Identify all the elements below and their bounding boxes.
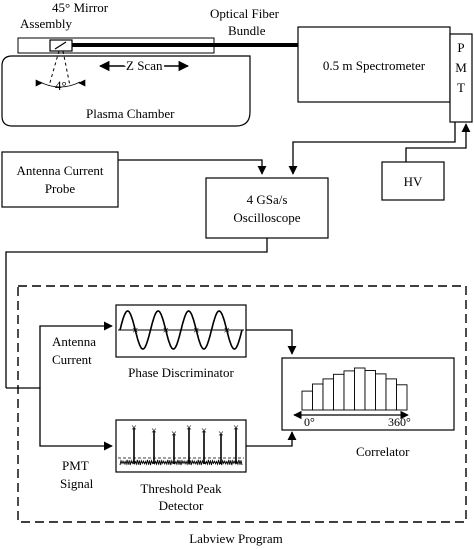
phase-to-correlator-arrow (246, 329, 297, 355)
probe-to-oscilloscope-line (118, 159, 267, 175)
zero-crossing-mark: × (193, 323, 200, 337)
histogram-bar (354, 367, 366, 411)
angle-label: 4° (55, 78, 67, 93)
angle-arc (39, 81, 81, 88)
oscilloscope-output-line (5, 238, 268, 388)
pmt-signal-label-line2: Signal (60, 476, 94, 491)
pmt-noise-trace (119, 459, 243, 466)
plasma-chamber-label: Plasma Chamber (86, 106, 175, 121)
histogram-bar (396, 384, 408, 411)
correlator-label: Correlator (356, 444, 410, 459)
labview-program-label: Labview Program (189, 531, 283, 546)
phase-discriminator-label: Phase Discriminator (128, 365, 234, 380)
zero-crossing-mark: × (132, 323, 139, 337)
pmt-peaks: × × × × × × × (131, 422, 239, 464)
axis-end-label: 360° (388, 415, 411, 429)
axis-start-label: 0° (304, 415, 315, 429)
histogram-bar (343, 370, 355, 411)
peak-mark: × (151, 425, 157, 437)
threshold-detector-label-line2: Detector (159, 498, 204, 513)
pmt-box (449, 33, 473, 123)
peak-mark: × (233, 422, 239, 434)
peaks-to-correlator-arrow (246, 431, 297, 447)
hv-box (381, 161, 445, 201)
oscilloscope-label-line1: 4 GSa/s (247, 192, 288, 207)
antenna-probe-box (1, 151, 119, 208)
histogram-bar (312, 383, 324, 411)
pmt-letter-m: M (455, 60, 467, 75)
pmt-to-oscilloscope-line (288, 122, 456, 175)
oscilloscope-box (205, 177, 329, 239)
peak-mark: × (186, 422, 192, 434)
optical-fiber-label-line1: Optical Fiber (210, 6, 280, 21)
histogram-bar (375, 373, 387, 411)
histogram-bar (333, 373, 345, 411)
oscilloscope-label-line2: Oscilloscope (233, 210, 300, 225)
zero-crossing-mark: × (162, 323, 169, 337)
plasma-chamber (1, 55, 251, 127)
histogram-bar (301, 390, 313, 411)
pmt-letter-p: P (457, 40, 464, 55)
antenna-probe-label-line2: Probe (45, 181, 76, 196)
peak-mark: × (201, 425, 207, 437)
z-scan-label: Z Scan (126, 58, 163, 73)
pmt-letter-t: T (457, 80, 465, 95)
peak-mark: × (171, 428, 177, 440)
pmt-signal-label-line1: PMT (62, 458, 89, 473)
peak-mark: × (131, 422, 137, 434)
antenna-current-label-line2: Current (52, 352, 92, 367)
threshold-detector-label-line1: Threshold Peak (140, 481, 222, 496)
antenna-signal-arrow (6, 321, 113, 389)
optical-fiber-label-line2: Bundle (228, 23, 266, 38)
labview-program-frame (17, 285, 467, 523)
zero-crossing-mark: × (223, 323, 230, 337)
histogram-bar (364, 370, 376, 411)
antenna-sine-wave (119, 310, 243, 350)
histogram-bar (385, 378, 397, 411)
antenna-probe-label-line1: Antenna Current (16, 163, 103, 178)
hv-label: HV (404, 174, 423, 189)
mirror-assembly-label-line2: Assembly (20, 16, 73, 31)
peak-mark: × (218, 428, 224, 440)
spectrometer-box (297, 26, 451, 103)
viewing-cone-left (48, 50, 60, 87)
mirror-element (54, 41, 67, 50)
hv-to-pmt-line (405, 123, 471, 162)
zero-crossing-markers: × × × × (132, 323, 230, 337)
correlator-histogram (301, 367, 408, 411)
antenna-current-label-line1: Antenna (52, 334, 96, 349)
spectrometer-label: 0.5 m Spectrometer (323, 58, 426, 73)
histogram-bar (322, 378, 334, 411)
mirror-assembly-label-line1: 45° Mirror (52, 0, 109, 15)
pmt-signal-arrow (39, 388, 113, 451)
